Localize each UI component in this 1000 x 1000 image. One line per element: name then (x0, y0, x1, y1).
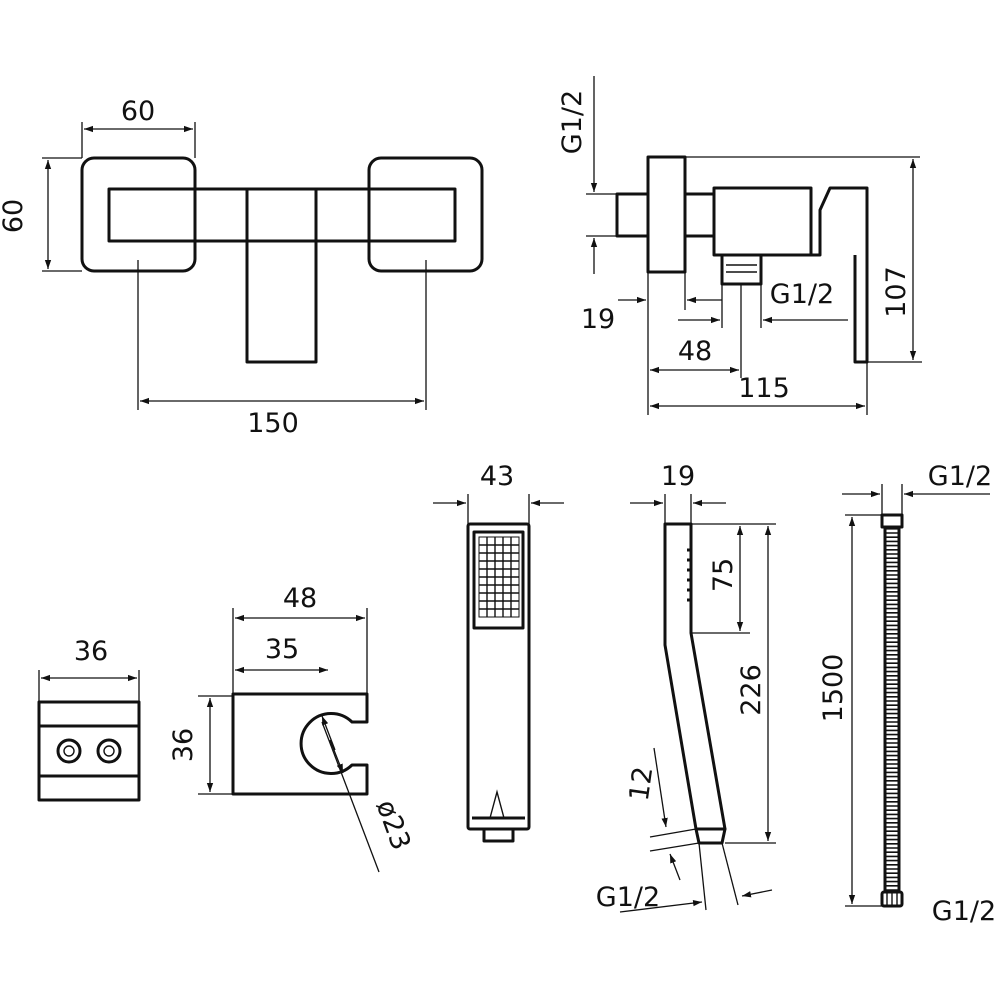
dim-inlet-label: G1/2 (557, 90, 588, 154)
dim-thickness-label: 19 (661, 461, 695, 492)
dim-outlet-distance-label: 48 (678, 336, 712, 367)
nozzle-grid (478, 536, 520, 618)
mixer-side-view: G1/2 19 G1/2 48 115 107 (557, 76, 922, 415)
right-escutcheon (367, 156, 484, 273)
dim-height-side-label: 107 (881, 266, 912, 318)
dim-head-label: 75 (708, 558, 739, 592)
wall-plate: 36 (37, 636, 141, 802)
dim-offset-label: 19 (581, 304, 615, 335)
spray-face (472, 530, 525, 630)
dim-hose-length-label: 1500 (818, 654, 849, 723)
side-connector-nut (694, 827, 727, 845)
hand-shower-front: 43 (433, 461, 564, 843)
dim-thread-label: G1/2 (596, 882, 660, 913)
hand-shower-connector (482, 827, 515, 843)
dim-bore-label: ø23 (370, 796, 417, 854)
side-connector (685, 192, 716, 238)
screw-right (96, 738, 122, 764)
mixer-front-view: 60 60 150 (0, 96, 484, 439)
dim-thread-line (619, 899, 703, 913)
dim-height-label: 60 (0, 199, 29, 233)
dim-shower-width-label: 43 (480, 461, 514, 492)
dim-holder-width-label: 48 (283, 583, 317, 614)
side-nozzles (687, 548, 691, 602)
mixer-lever (245, 187, 318, 364)
side-outlet (720, 253, 763, 286)
dim-holder-height-label: 36 (168, 728, 199, 762)
dim-hose-bottom-label: G1/2 (932, 896, 996, 927)
side-body (712, 186, 813, 257)
dim-hose-top-label: G1/2 (928, 461, 992, 492)
dim-outlet-label: G1/2 (770, 279, 834, 310)
mixer-body (107, 187, 457, 243)
dim-width-label: 60 (121, 96, 155, 127)
dim-depth-label: 115 (738, 373, 790, 404)
left-escutcheon (80, 156, 197, 273)
side-escutcheon (646, 155, 687, 274)
dim-bore-leader (321, 721, 380, 873)
dim-centers-label: 150 (247, 408, 299, 439)
dim-plate-label: 36 (74, 636, 108, 667)
handle-marker (489, 789, 505, 819)
hand-shower-body (466, 522, 531, 831)
hose-top-fitting (880, 513, 904, 529)
holder-body (231, 692, 369, 796)
screw-left (56, 738, 82, 764)
wall-plate-body (37, 700, 141, 802)
hose-bottom-fitting (880, 890, 904, 908)
shower-hose: G1/2 1500 G1/2 (818, 461, 996, 927)
hand-shower-side: 19 75 226 12 G1/2 (596, 461, 776, 913)
side-inlet-pipe (615, 192, 650, 238)
dim-length-label: 226 (736, 664, 767, 716)
dim-thread-length-label: 12 (624, 765, 659, 803)
dim-holder-inner-label: 35 (265, 634, 299, 665)
side-lever (811, 186, 869, 364)
shower-holder: 48 35 36 ø23 (168, 583, 417, 873)
dim-thread-length-line (653, 747, 668, 828)
